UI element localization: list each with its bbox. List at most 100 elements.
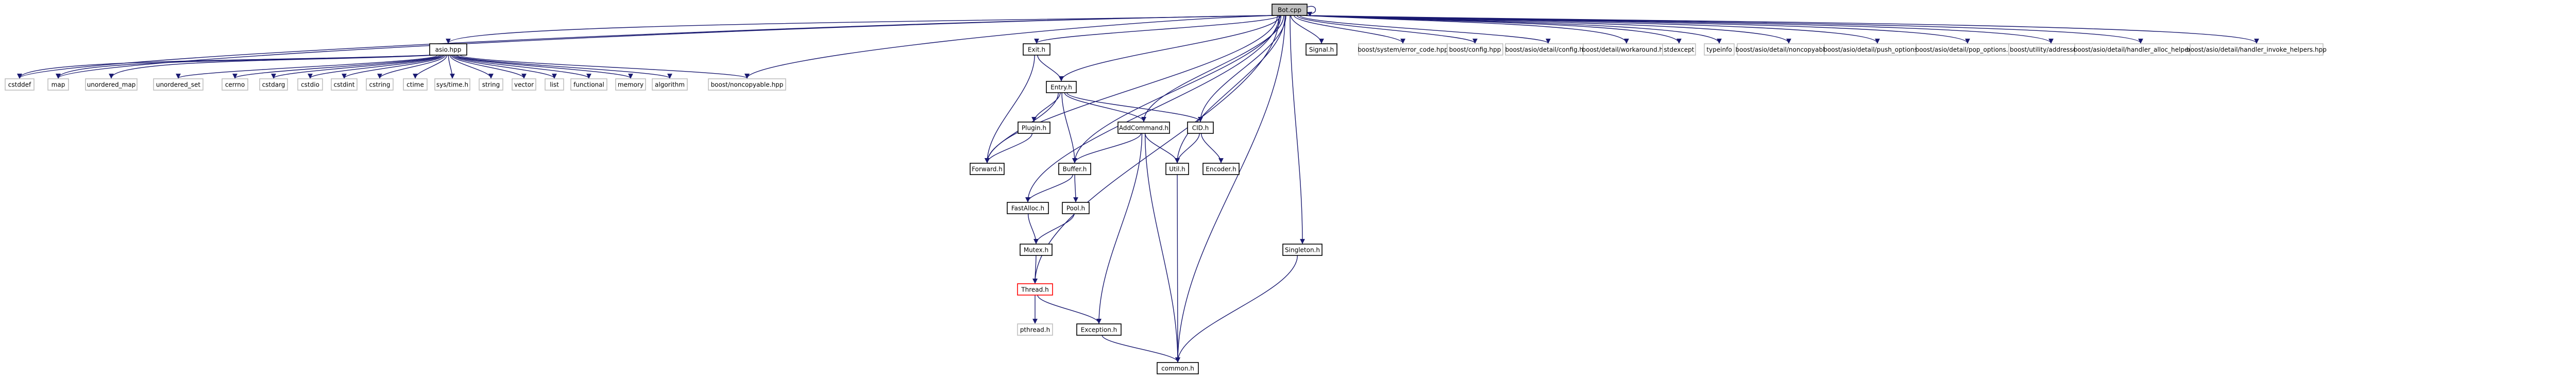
node-box <box>1165 163 1189 175</box>
edge-asio-to-cerrno <box>232 55 440 79</box>
node-encoder[interactable]: Encoder.h <box>1202 163 1240 175</box>
node-error-code: boost/system/error_code.hpp <box>1358 43 1448 56</box>
node-label: map <box>52 81 65 89</box>
edge-asio-to-ctime <box>413 55 448 79</box>
node-asio[interactable]: asio.hpp <box>429 43 467 56</box>
edge-asio-to-string <box>449 55 494 79</box>
node-label: boost/config.hpp <box>1449 46 1501 54</box>
edge-bot-to-asio <box>446 15 1275 44</box>
node-box <box>652 78 688 91</box>
node-box <box>1447 43 1503 56</box>
edge-bot-to-boost_noncopyable <box>744 15 1275 79</box>
node-box <box>570 78 607 91</box>
node-box <box>331 78 358 91</box>
node-label: Entry.h <box>1050 84 1072 91</box>
node-label: cstdio <box>301 81 319 89</box>
node-box <box>259 78 288 91</box>
edge-asio-to-functional <box>453 55 591 79</box>
node-label: boost/asio/detail/noncopyable.hpp <box>1736 46 1842 54</box>
node-pop-options: boost/asio/detail/pop_options.hpp <box>1916 43 2020 56</box>
node-box <box>429 43 467 56</box>
node-map: map <box>47 78 69 91</box>
node-push-options: boost/asio/detail/push_options.hpp <box>1823 43 1931 56</box>
node-label: boost/utility/addressof.hpp <box>2010 46 2092 54</box>
node-box <box>2190 43 2324 56</box>
node-box <box>1023 43 1050 56</box>
edge-bot-to-entry <box>1059 15 1281 81</box>
edge-entry-to-cid <box>1066 92 1203 122</box>
node-config: boost/config.hpp <box>1447 43 1503 56</box>
node-memory: memory <box>615 78 646 91</box>
edge-asio-to-cstddef <box>17 55 432 79</box>
edge-fastalloc-to-mutex <box>1027 213 1039 244</box>
node-util[interactable]: Util.h <box>1165 163 1189 175</box>
edges-layer <box>17 6 2259 363</box>
node-pool[interactable]: Pool.h <box>1062 202 1090 214</box>
edge-bot-to-error_code <box>1294 15 1405 44</box>
node-box <box>1157 362 1199 374</box>
node-label: Encoder.h <box>1206 166 1236 173</box>
node-box <box>1187 122 1214 134</box>
node-cid[interactable]: CID.h <box>1187 122 1214 134</box>
node-box <box>47 78 69 91</box>
node-vector: vector <box>512 78 536 91</box>
node-buffer[interactable]: Buffer.h <box>1058 163 1091 175</box>
node-label: cstddef <box>8 81 31 89</box>
node-addcommand[interactable]: AddCommand.h <box>1117 122 1170 134</box>
node-label: list <box>550 81 559 89</box>
edge-bot-to-common <box>1175 15 1286 363</box>
node-exit[interactable]: Exit.h <box>1023 43 1050 56</box>
edge-asio-to-systime <box>448 55 455 79</box>
node-entry[interactable]: Entry.h <box>1046 81 1077 93</box>
node-box <box>970 163 1005 175</box>
node-signal[interactable]: Signal.h <box>1306 43 1337 56</box>
node-label: algorithm <box>655 81 685 89</box>
node-box <box>222 78 248 91</box>
edge-asio-to-unordered_set <box>176 55 438 79</box>
edge-bot-to-signal <box>1290 15 1324 44</box>
node-bot[interactable]: Bot.cpp <box>1272 4 1308 16</box>
node-singleton[interactable]: Singleton.h <box>1282 244 1323 256</box>
node-label: AddCommand.h <box>1119 125 1168 132</box>
node-label: ctime <box>406 81 424 89</box>
node-fastalloc[interactable]: FastAlloc.h <box>1007 202 1049 214</box>
node-cstdarg: cstdarg <box>259 78 288 91</box>
edge-exception-to-common <box>1101 335 1180 363</box>
node-label: Thread.h <box>1021 286 1048 294</box>
node-mutex[interactable]: Mutex.h <box>1020 244 1053 256</box>
edge-bot-to-workaround <box>1303 15 1629 44</box>
node-forward[interactable]: Forward.h <box>970 163 1005 175</box>
node-box <box>1076 323 1122 336</box>
node-box <box>1704 43 1735 56</box>
edge-addcommand-to-common <box>1144 133 1180 363</box>
node-box <box>545 78 564 91</box>
node-plugin[interactable]: Plugin.h <box>1018 122 1050 134</box>
node-workaround: boost/detail/workaround.hpp <box>1582 43 1671 56</box>
node-label: typeinfo <box>1706 46 1732 54</box>
node-cerrno: cerrno <box>222 78 248 91</box>
node-label: unordered_map <box>87 81 136 89</box>
node-box <box>153 78 204 91</box>
edge-entry-to-addcommand <box>1064 92 1146 122</box>
node-box <box>512 78 536 91</box>
node-label: string <box>482 81 500 89</box>
edge-asio-to-cstdio <box>308 55 443 79</box>
edge-bot-to-cid <box>1198 15 1286 122</box>
edge-entry-to-plugin <box>1031 92 1061 122</box>
edge-plugin-to-forward <box>985 133 1033 163</box>
node-label: Plugin.h <box>1022 125 1046 132</box>
node-exception[interactable]: Exception.h <box>1076 323 1122 336</box>
edge-mutex-to-thread <box>1032 255 1038 284</box>
edge-bot-to-thread <box>1032 15 1280 284</box>
node-label: Buffer.h <box>1063 166 1087 173</box>
edge-asio-to-cstdarg <box>271 55 442 79</box>
edge-bot-to-util <box>1175 15 1285 163</box>
node-thread[interactable]: Thread.h <box>1017 283 1053 296</box>
edge-bot-to-asio_noncopyable <box>1304 15 1791 44</box>
node-label: asio.hpp <box>435 46 462 54</box>
node-label: Singleton.h <box>1285 247 1320 254</box>
node-box <box>1058 163 1091 175</box>
edge-bot-to-asio_config <box>1299 15 1551 44</box>
node-common[interactable]: common.h <box>1157 362 1199 374</box>
edge-thread-to-exception <box>1037 295 1101 324</box>
